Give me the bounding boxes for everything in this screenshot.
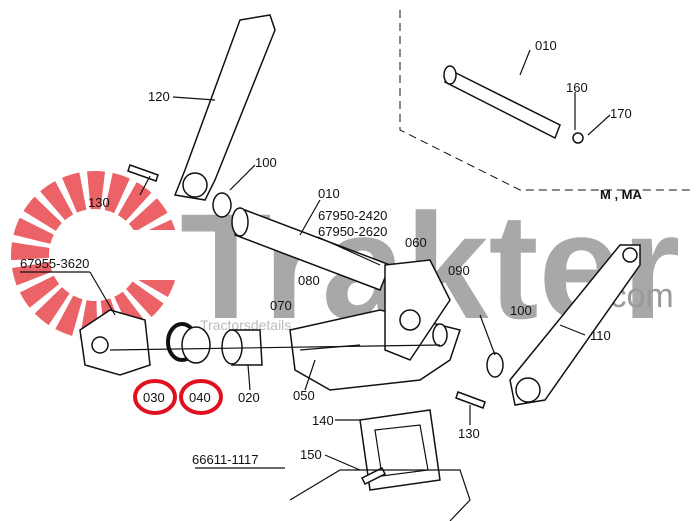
label-130-right: 130: [458, 426, 480, 441]
label-100-left: 100: [255, 155, 277, 170]
lift-arm-110: [509, 244, 641, 406]
bolt-150: [360, 466, 387, 486]
label-070: 070: [270, 298, 292, 313]
label-170: 170: [610, 106, 632, 121]
label-66611-1117: 66611-1117: [192, 452, 259, 467]
label-67950-2420: 67950-2420: [318, 208, 387, 223]
label-130-left: 130: [88, 195, 110, 210]
label-010: 010: [318, 186, 340, 201]
label-040: 040: [189, 390, 211, 405]
gasket-66611-1117: [289, 469, 471, 521]
lift-arm-120: [173, 14, 276, 201]
center-axis: [109, 344, 441, 351]
label-050: 050: [293, 388, 315, 403]
pin-130-left: [127, 164, 159, 182]
label-060: 060: [405, 235, 427, 250]
label-090: 090: [448, 263, 470, 278]
valve-assembly-67955-3620: [79, 309, 151, 376]
label-160: 160: [566, 80, 588, 95]
label-67950-2620: 67950-2620: [318, 224, 387, 239]
label-110: 110: [590, 328, 611, 343]
seal-040: [181, 326, 211, 364]
label-020: 020: [238, 390, 260, 405]
bracket-060: [384, 259, 451, 361]
highlight-030: [133, 379, 177, 415]
label-030: 030: [143, 390, 165, 405]
label-010-inset: 010: [535, 38, 557, 53]
inset-border: [399, 10, 690, 191]
pin-130-right: [455, 391, 486, 409]
shaft-inset: [443, 65, 584, 144]
label-080: 080: [298, 273, 320, 288]
label-variant: M , MA: [600, 187, 642, 202]
leader-lines: [20, 49, 611, 471]
watermark-sub: Tractorsdetails: [200, 317, 291, 333]
label-150: 150: [300, 447, 322, 462]
trakter-logo-icon: [11, 171, 190, 339]
label-140: 140: [312, 413, 334, 428]
label-100-right: 100: [510, 303, 532, 318]
label-120: 120: [148, 89, 170, 104]
label-67955-3620: 67955-3620: [20, 256, 89, 271]
highlight-040: [179, 379, 223, 415]
